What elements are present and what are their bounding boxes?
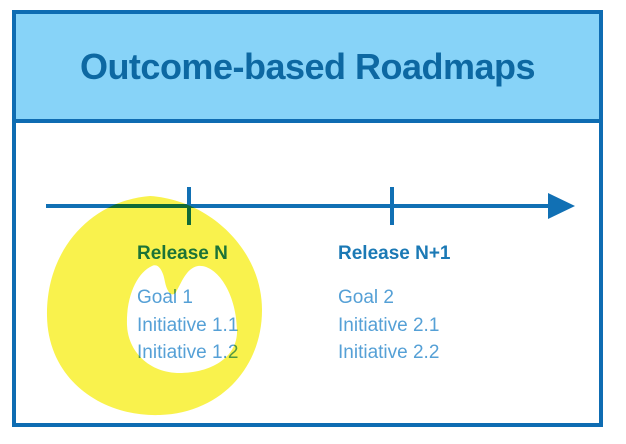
initiative-item: Initiative 1.1 (137, 314, 239, 336)
goal-item: Goal 2 (338, 287, 394, 308)
initiative-item: Initiative 1.2 (137, 342, 239, 363)
milestone-group-release-n1: Release N+1 Goal 2 Initiative 2.1 Initia… (338, 243, 451, 367)
header-bar: Outcome-based Roadmaps (16, 14, 599, 123)
page-title: Outcome-based Roadmaps (79, 45, 536, 87)
milestone-group-release-n: Release N Goal 1 Initiative 1.1 Initiati… (137, 243, 238, 367)
initiative-item: Initiative 2.1 (338, 314, 440, 336)
goal-item: Goal 1 (137, 287, 193, 308)
roadmap-box: Outcome-based Roadmaps (12, 10, 603, 427)
release-label: Release N (137, 243, 228, 264)
initiative-item: Initiative 2.2 (338, 342, 440, 363)
release-label: Release N+1 (338, 243, 451, 264)
